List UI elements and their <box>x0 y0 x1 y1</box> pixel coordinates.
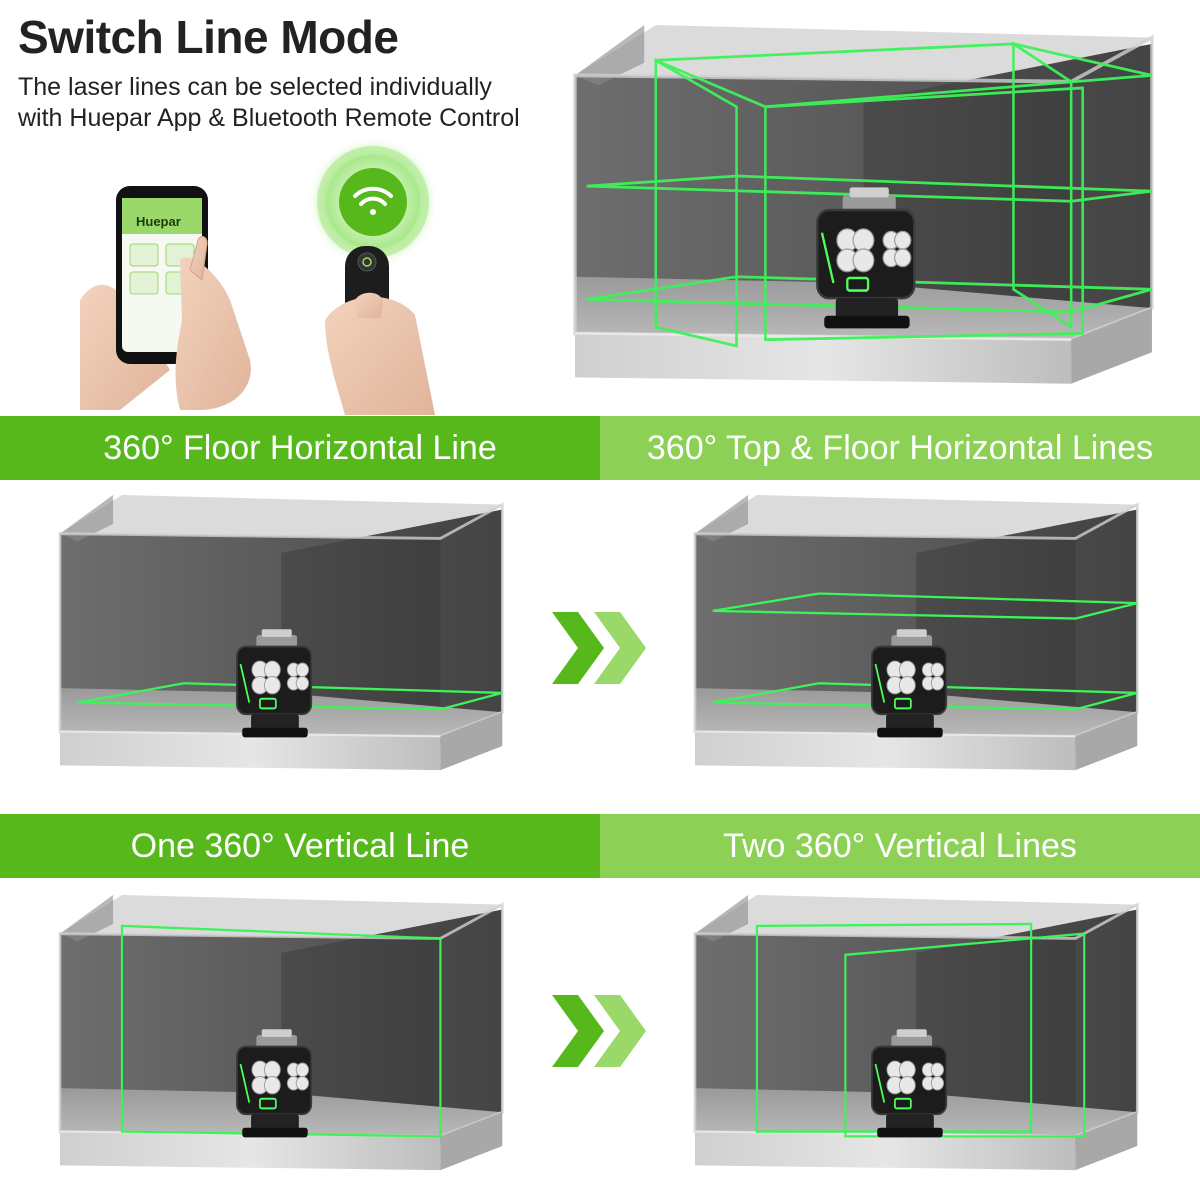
subtitle-line-1: The laser lines can be selected individu… <box>18 73 492 101</box>
page-title: Switch Line Mode <box>18 11 399 63</box>
power-icon <box>362 257 372 267</box>
subtitle-line-2: with Huepar App & Bluetooth Remote Contr… <box>18 104 520 132</box>
remote-control-illustration <box>307 136 439 415</box>
room-all-lines-illustration <box>573 23 1154 386</box>
room-one-vertical-illustration <box>58 893 504 1172</box>
mode-label-top-floor-horizontal: 360° Top & Floor Horizontal Lines <box>600 416 1200 480</box>
room-two-vertical-illustration <box>693 893 1139 1172</box>
room-floor-horizontal-illustration <box>58 493 504 772</box>
double-chevron-right-icon <box>552 995 646 1067</box>
room-top-floor-horizontal-illustration <box>693 493 1139 772</box>
mode-label-two-vertical: Two 360° Vertical Lines <box>600 814 1200 878</box>
phone-in-hand-illustration: Huepar <box>80 186 251 410</box>
double-chevron-right-icon <box>552 612 646 684</box>
mode-label-floor-horizontal: 360° Floor Horizontal Line <box>0 416 600 480</box>
mode-label-one-vertical: One 360° Vertical Line <box>0 814 600 878</box>
wifi-signal-icon <box>353 186 393 215</box>
phone-brand-logo: Huepar <box>136 214 181 229</box>
page-subtitle: The laser lines can be selected individu… <box>18 72 520 134</box>
